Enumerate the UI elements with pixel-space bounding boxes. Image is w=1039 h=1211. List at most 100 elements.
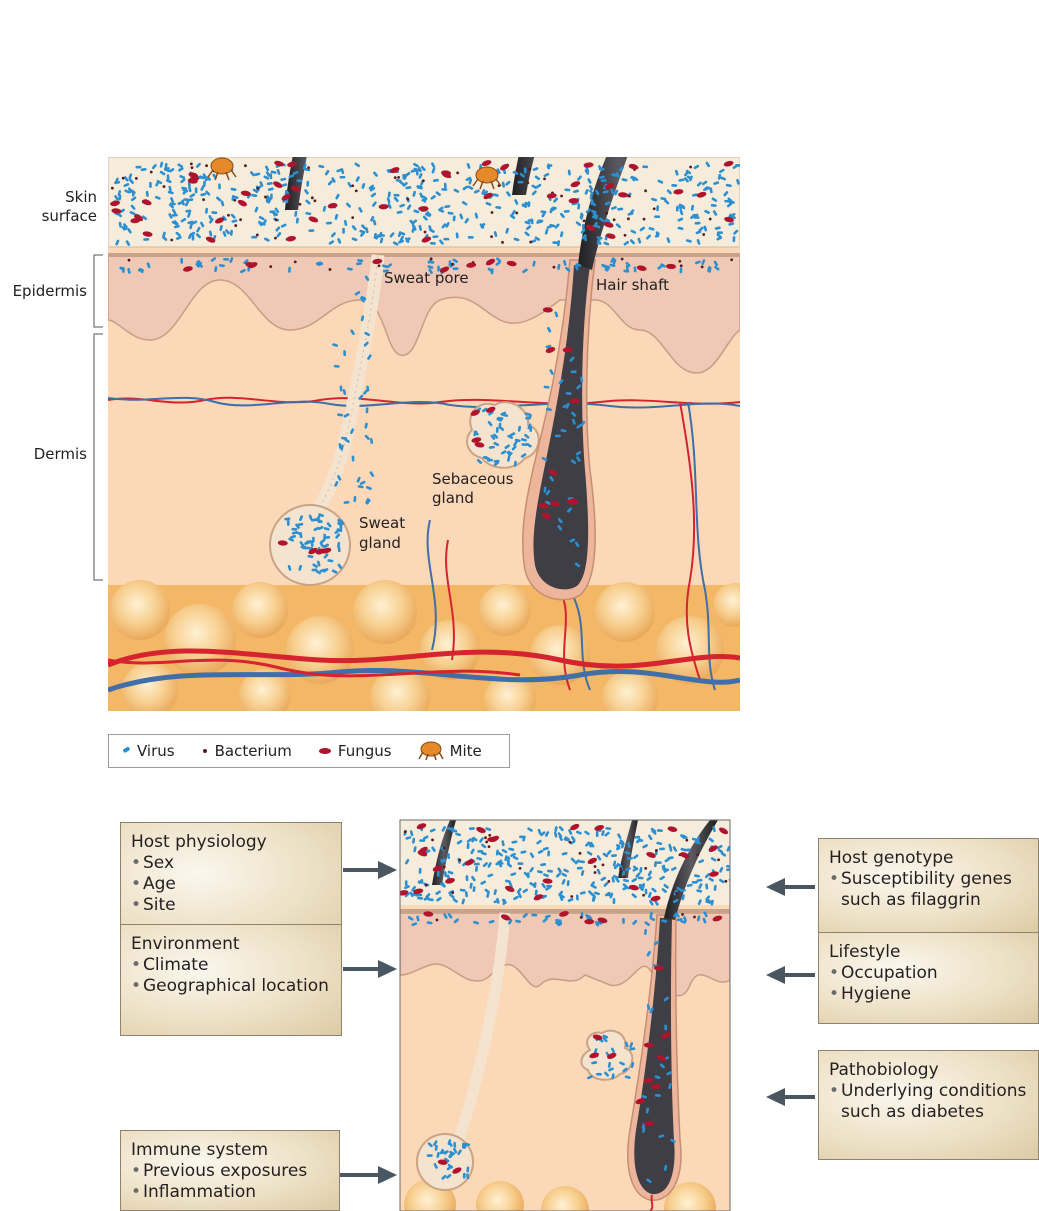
- virus-particle: [527, 201, 530, 207]
- bacterium-particle: [516, 169, 519, 172]
- bacterium-particle: [580, 916, 583, 919]
- bacterium-particle: [351, 184, 354, 187]
- bacterium-particle: [519, 867, 522, 870]
- skin-label: Skin: [65, 188, 97, 206]
- virus-particle: [637, 839, 643, 842]
- host-physiology-title: Host physiology: [131, 832, 331, 853]
- bacterium-particle: [583, 220, 586, 223]
- virus-particle: [430, 242, 436, 245]
- bacterium-particle: [501, 241, 504, 244]
- virus-particle: [655, 1094, 661, 1097]
- bacterium-particle: [294, 261, 297, 264]
- virus-particle: [122, 267, 125, 273]
- virus-particle: [680, 267, 683, 273]
- bacterium-particle: [717, 858, 720, 861]
- virus-particle: [524, 167, 527, 173]
- virus-particle: [694, 222, 700, 225]
- virus-particle: [296, 179, 302, 182]
- virus-particle: [591, 199, 594, 205]
- bacterium-particle: [678, 260, 681, 263]
- bacterium-particle: [485, 841, 488, 844]
- bacterium-particle: [529, 241, 532, 244]
- host-genotype-item: Susceptibility genes such as filaggrin: [829, 869, 1028, 911]
- bacterium-particle: [425, 884, 428, 887]
- virus-particle: [203, 181, 206, 187]
- bacterium-particle: [227, 214, 230, 217]
- virus-particle: [342, 228, 345, 234]
- virus-particle: [419, 868, 422, 874]
- bacterium-particle: [239, 218, 242, 221]
- pathobiology-box: Pathobiology Underlying conditions such …: [818, 1050, 1039, 1160]
- bacterium-particle: [404, 830, 407, 833]
- virus-particle: [339, 176, 345, 179]
- bacterium-particle: [621, 258, 624, 261]
- virus-particle: [183, 198, 189, 201]
- virus-particle: [654, 215, 660, 218]
- bacterium-particle: [515, 212, 518, 215]
- bacterium-particle: [351, 216, 354, 219]
- virus-particle: [324, 536, 330, 539]
- bacterium-particle: [122, 177, 125, 180]
- legend-fungus-label: Fungus: [338, 742, 392, 760]
- virus-particle: [352, 455, 355, 461]
- bacterium-particle: [681, 913, 684, 916]
- virus-particle: [427, 1154, 433, 1157]
- virus-particle: [468, 236, 474, 239]
- arrow-environment-icon: [343, 960, 397, 978]
- pathobiology-title: Pathobiology: [829, 1060, 1028, 1081]
- bacterium-particle: [628, 195, 631, 198]
- virus-particle: [733, 236, 736, 242]
- lifestyle-title: Lifestyle: [829, 942, 1028, 963]
- bacterium-particle: [623, 875, 626, 878]
- bacterium-particle: [730, 258, 733, 261]
- bacterium-particle: [594, 871, 597, 874]
- virus-particle: [419, 839, 425, 842]
- bacterium-particle: [111, 187, 114, 190]
- bacterium-particle: [202, 198, 205, 201]
- host-physiology-item: Site: [131, 895, 331, 916]
- bacterium-particle: [135, 177, 138, 180]
- immune-system-title: Immune system: [131, 1140, 329, 1161]
- bacterium-particle: [406, 198, 409, 201]
- virus-particle: [443, 238, 449, 241]
- bacterium-particle: [644, 867, 647, 870]
- bacterium-particle: [570, 895, 573, 898]
- virus-particle: [517, 181, 523, 184]
- legend-bacterium: Bacterium: [201, 742, 292, 760]
- bacterium-particle: [233, 199, 236, 202]
- lifestyle-item: Occupation: [829, 963, 1028, 984]
- lifestyle-box: Lifestyle Occupation Hygiene: [818, 932, 1039, 1024]
- bacterium-particle: [605, 212, 608, 215]
- bacterium-particle: [702, 233, 705, 236]
- bacterium-particle: [685, 839, 688, 842]
- bacterium-particle: [607, 880, 610, 883]
- bacterium-particle: [170, 239, 173, 242]
- bacterium-particle: [422, 179, 425, 182]
- bacterium-particle: [644, 189, 647, 192]
- arrow-lifestyle-icon: [766, 966, 815, 984]
- virus-particle: [726, 868, 732, 871]
- bacterium-particle: [264, 196, 267, 199]
- bacterium-particle: [701, 266, 704, 269]
- virus-particle: [269, 210, 275, 213]
- bacterium-particle: [307, 166, 310, 169]
- bacterium-particle: [313, 199, 316, 202]
- legend-virus: Virus: [121, 742, 175, 760]
- legend-virus-label: Virus: [137, 742, 175, 760]
- bacterium-particle: [456, 171, 459, 174]
- sweat-gland-label-1: Sweat: [359, 514, 405, 532]
- virus-particle: [656, 205, 659, 211]
- bacterium-particle: [491, 211, 494, 214]
- dermis-label: Dermis: [34, 445, 87, 463]
- bacterium-particle: [528, 168, 531, 171]
- virus-particle: [195, 187, 198, 193]
- virus-particle: [287, 520, 290, 526]
- bacterium-particle: [484, 836, 487, 839]
- bacterium-particle: [205, 164, 208, 167]
- virus-particle: [223, 258, 229, 261]
- bacterium-particle: [488, 845, 491, 848]
- bacterium-particle: [311, 196, 314, 199]
- virus-particle: [466, 875, 469, 881]
- fungus-particle: [584, 919, 594, 924]
- bacterium-particle: [150, 171, 153, 174]
